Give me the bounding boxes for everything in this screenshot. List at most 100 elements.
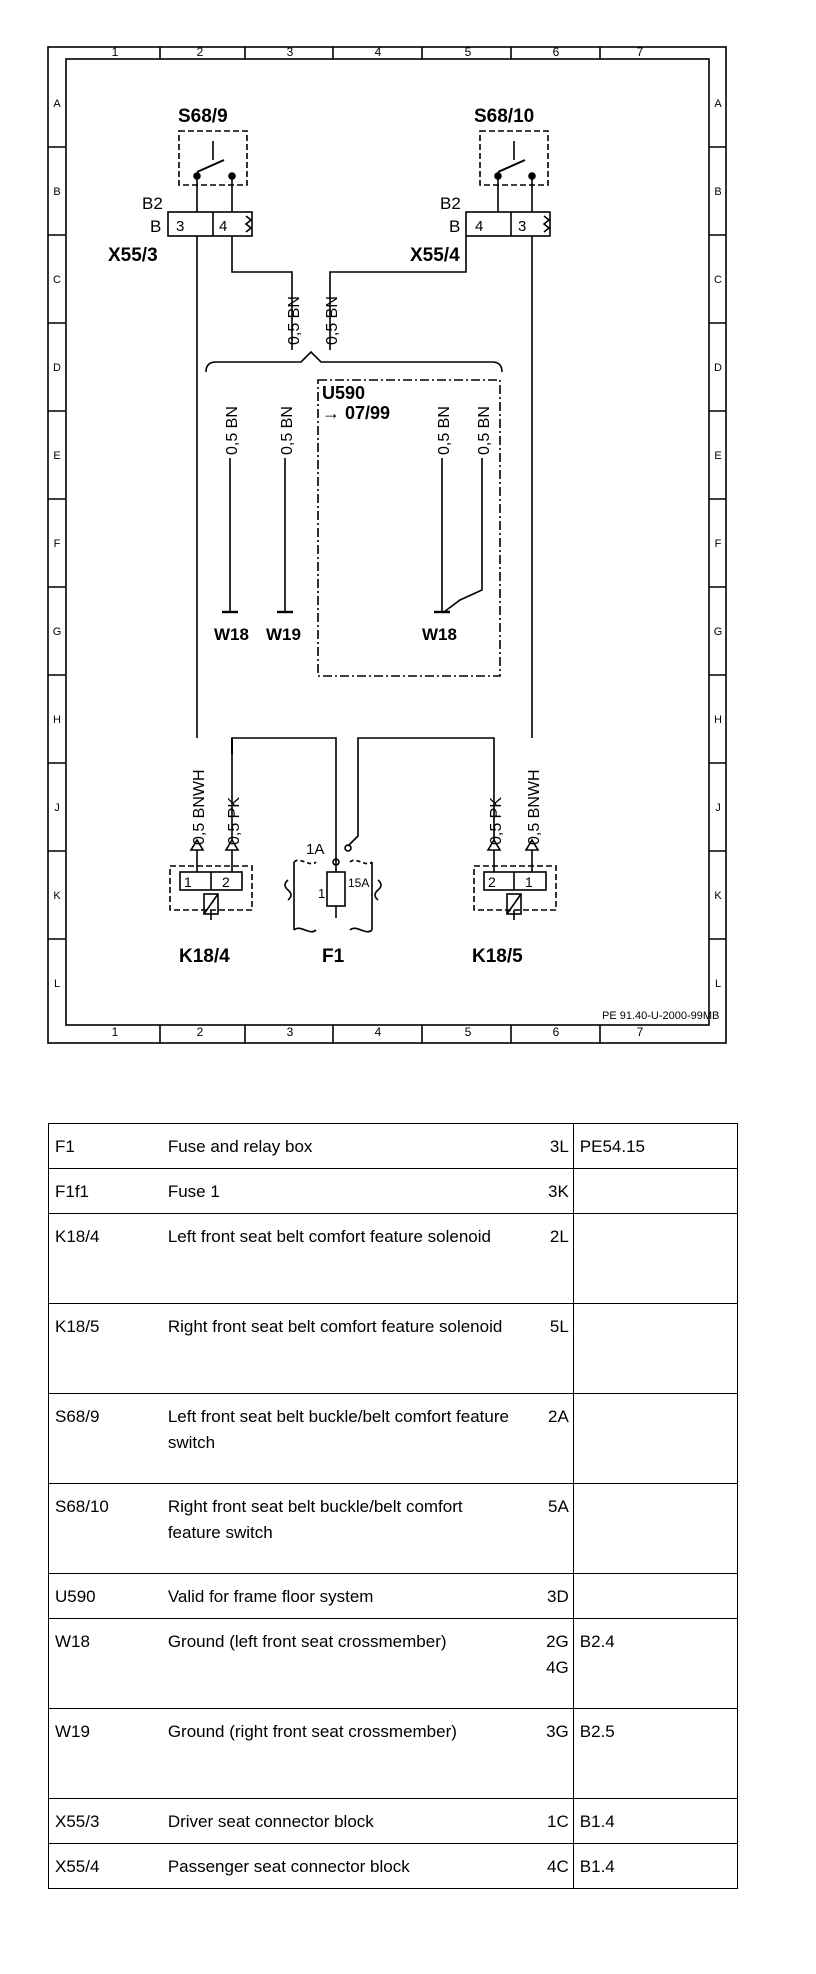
legend-code: X55/4 xyxy=(47,1843,162,1889)
grid-row-D-right: D xyxy=(714,362,722,374)
legend-code: U590 xyxy=(47,1573,162,1619)
ground-w18-right: W18 xyxy=(422,625,457,644)
wire-label-bn-w18: 0,5 BN xyxy=(224,406,241,455)
x55-4-pin-3: 3 xyxy=(518,218,526,235)
legend-location: 4C xyxy=(524,1843,574,1889)
fuse-position-label: 1 xyxy=(318,886,325,901)
grid-column-2-bottom: 2 xyxy=(197,1025,204,1039)
legend-location-value: 5A xyxy=(547,1497,569,1516)
grid-row-H-left: H xyxy=(53,714,61,726)
grid-row-D-left: D xyxy=(53,362,61,374)
legend-reference xyxy=(573,1483,739,1574)
legend-description: Ground (left front seat crossmember) xyxy=(161,1618,525,1709)
grid-column-7-bottom: 7 xyxy=(637,1025,644,1039)
grid-row-J-left: J xyxy=(54,802,60,814)
grid-column-2-top: 2 xyxy=(197,45,204,59)
legend-location-value: 5L xyxy=(549,1317,569,1336)
solenoid-left-label: K18/4 xyxy=(179,946,230,967)
fuse-box-f1 xyxy=(284,844,382,933)
legend-description: Right front seat belt buckle/belt comfor… xyxy=(161,1483,525,1574)
wire-label-pk-left: 0,5 PK xyxy=(226,797,243,845)
legend-code: W18 xyxy=(47,1618,162,1709)
legend-location-value: 4G xyxy=(546,1658,569,1677)
switch-s68-10 xyxy=(479,130,549,196)
k18-4-pin-1: 1 xyxy=(184,874,192,890)
grid-row-L-right: L xyxy=(715,978,721,990)
legend-code: K18/5 xyxy=(47,1303,162,1394)
grid-column-7-top: 7 xyxy=(637,45,644,59)
pk-left-wire xyxy=(231,737,337,858)
legend-code: W19 xyxy=(47,1708,162,1799)
grid-row-L-left: L xyxy=(54,978,60,990)
wire-label-bn-right: 0,5 BN xyxy=(324,296,341,345)
x55-3-pin-3: 3 xyxy=(176,218,184,235)
wire-label-bn-w19: 0,5 BN xyxy=(279,406,296,455)
wire-label-pk-right: 0,5 PK xyxy=(488,797,505,845)
grid-row-A-right: A xyxy=(714,98,722,110)
ground-w19: W19 xyxy=(266,625,301,644)
grid-row-K-left: K xyxy=(53,890,61,902)
x55-4-pin-b2: B2 xyxy=(440,194,461,213)
legend-description: Left front seat belt comfort feature sol… xyxy=(161,1213,525,1304)
legend-code: F1f1 xyxy=(47,1168,162,1214)
grid-row-F-left: F xyxy=(54,538,61,550)
legend-reference xyxy=(573,1303,739,1394)
fuse-terminal-label: 1A xyxy=(306,841,324,858)
grid-row-C-left: C xyxy=(53,274,61,286)
x55-3-pin-4: 4 xyxy=(219,218,227,235)
variant-date: → 07/99 xyxy=(322,403,390,423)
legend-location: 3K xyxy=(524,1168,574,1214)
grid-column-1-bottom: 1 xyxy=(112,1025,119,1039)
legend-description: Left front seat belt buckle/belt comfort… xyxy=(161,1393,525,1484)
legend-reference xyxy=(573,1168,739,1214)
legend-code: F1 xyxy=(47,1123,162,1169)
switch-left-label: S68/9 xyxy=(178,106,228,127)
grid-column-1-top: 1 xyxy=(112,45,119,59)
grid-column-3-top: 3 xyxy=(287,45,294,59)
pk-right-wire xyxy=(347,737,495,847)
legend-location: 1C xyxy=(524,1798,574,1844)
switch-right-label: S68/10 xyxy=(474,106,534,127)
grid-column-4-top: 4 xyxy=(375,45,382,59)
legend-location-value: 1C xyxy=(547,1812,569,1831)
legend-location: 5L xyxy=(524,1303,574,1394)
wiring xyxy=(196,236,533,752)
legend-location: 5A xyxy=(524,1483,574,1574)
wire-label-bnwh-left: 0,5 BNWH xyxy=(191,769,208,845)
grid-row-G-left: G xyxy=(53,626,62,638)
legend-code: X55/3 xyxy=(47,1798,162,1844)
connector-right-label: X55/4 xyxy=(410,245,460,266)
legend-location-value: 3G xyxy=(546,1722,569,1741)
solenoid-right-label: K18/5 xyxy=(472,946,523,967)
grid-column-4-bottom: 4 xyxy=(375,1025,382,1039)
k18-4-pin-2: 2 xyxy=(222,874,230,890)
legend-location-value: 3L xyxy=(549,1137,569,1156)
legend-description: Ground (right front seat crossmember) xyxy=(161,1708,525,1799)
ground-w18-left: W18 xyxy=(214,625,249,644)
wire-labels: 0,5 BN 0,5 BN 0,5 BN 0,5 BN 0,5 BN 0,5 B… xyxy=(191,296,543,845)
x55-3-pin-b: B xyxy=(150,217,161,236)
legend-location-value: 4C xyxy=(547,1857,569,1876)
legend-location-value: 2A xyxy=(547,1407,569,1426)
diagram-frame xyxy=(47,46,727,1044)
wire-label-bn-u590-b: 0,5 BN xyxy=(476,406,493,455)
legend-description: Right front seat belt comfort feature so… xyxy=(161,1303,525,1394)
legend-reference: B2.5 xyxy=(573,1708,739,1799)
grid-row-B-left: B xyxy=(53,186,60,198)
legend-description: Fuse and relay box xyxy=(161,1123,525,1169)
switch-s68-9 xyxy=(178,130,248,196)
legend-description: Driver seat connector block xyxy=(161,1798,525,1844)
wire-label-bn-u590-a: 0,5 BN xyxy=(436,406,453,455)
legend-location: 2L xyxy=(524,1213,574,1304)
solenoid-k18-4 xyxy=(169,838,253,920)
